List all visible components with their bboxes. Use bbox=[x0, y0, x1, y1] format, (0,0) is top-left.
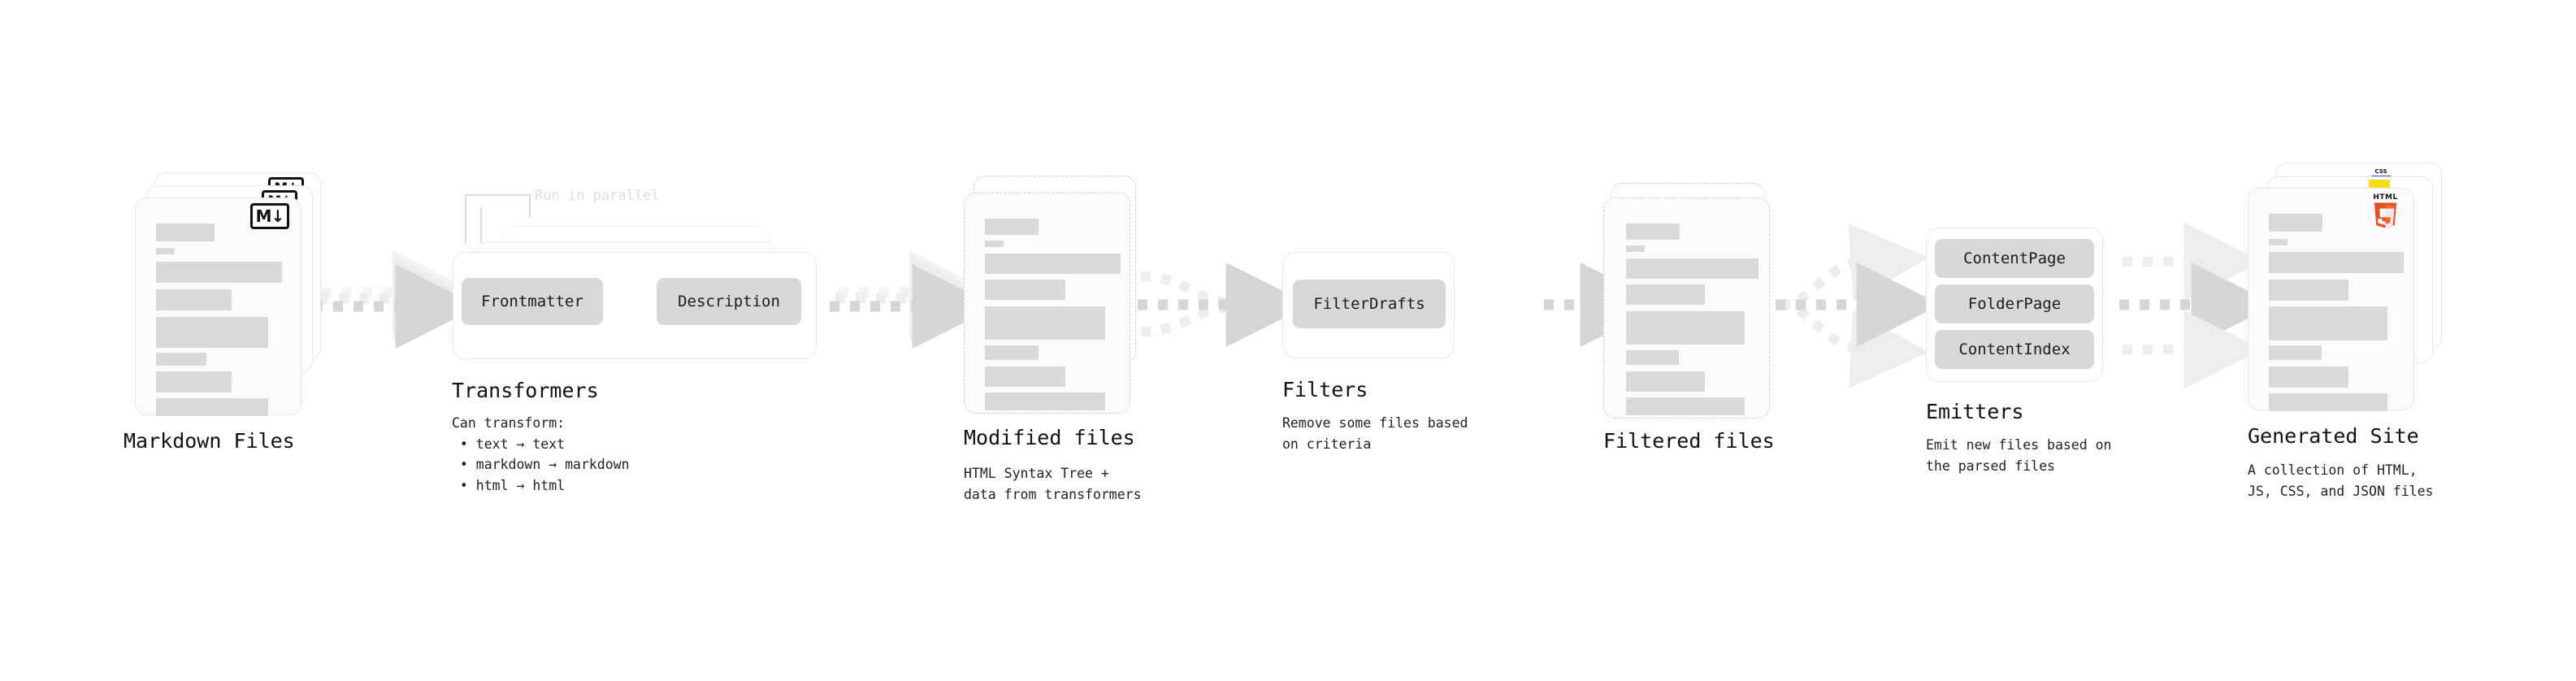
connector-filtered-to-emitters bbox=[1776, 223, 1941, 388]
stage-subtitle-generated-site: A collection of HTML, JS, CSS, and JSON … bbox=[2248, 462, 2434, 499]
doc-bar bbox=[156, 317, 268, 348]
markdown-icon: M↓ bbox=[250, 203, 289, 229]
html5-shield bbox=[2374, 202, 2397, 229]
emitter-chip-contentindex[interactable]: ContentIndex bbox=[1935, 330, 2094, 369]
emitter-chip-folderpage[interactable]: FolderPage bbox=[1935, 284, 2094, 323]
stage-title-filtered-files: Filtered files bbox=[1603, 429, 1775, 453]
markdown-card-front bbox=[135, 197, 301, 416]
doc-bar bbox=[156, 353, 206, 366]
doc-bar bbox=[1626, 258, 1759, 279]
stage-title-markdown-files: Markdown Files bbox=[124, 429, 295, 453]
doc-bar bbox=[985, 254, 1121, 274]
stage-subtitle-transformers: Can transform: • text → text • markdown … bbox=[452, 415, 630, 493]
doc-bar bbox=[156, 371, 232, 393]
doc-bar bbox=[2269, 280, 2348, 301]
stage-title-modified-files: Modified files bbox=[964, 426, 1135, 449]
stage-title-emitters: Emitters bbox=[1926, 400, 2024, 423]
stage-title-transformers: Transformers bbox=[452, 379, 599, 402]
filtered-card-front bbox=[1603, 197, 1770, 419]
doc-bar bbox=[1626, 397, 1745, 415]
stage-subtitle-filters: Remove some files based on criteria bbox=[1282, 415, 1468, 452]
connector-modified-to-filters bbox=[1138, 262, 1311, 347]
doc-bar bbox=[1626, 350, 1679, 365]
doc-bar bbox=[2269, 239, 2288, 245]
transformer-chip-frontmatter[interactable]: Frontmatter bbox=[462, 278, 603, 325]
html5-icon-label: HTML bbox=[2373, 193, 2398, 202]
doc-bar bbox=[2269, 214, 2322, 232]
connector-emitters-to-site bbox=[2119, 223, 2276, 388]
run-in-parallel-label: Run in parallel bbox=[535, 188, 660, 204]
doc-bar bbox=[1626, 245, 1645, 252]
doc-bar bbox=[2269, 252, 2404, 273]
doc-bar bbox=[156, 262, 282, 283]
doc-bar bbox=[1626, 311, 1745, 345]
emitter-chip-contentpage[interactable]: ContentPage bbox=[1935, 239, 2094, 278]
site-card-front bbox=[2248, 188, 2414, 411]
connector-transformers-to-modified bbox=[830, 250, 997, 349]
doc-bar bbox=[2269, 393, 2387, 411]
doc-bar bbox=[985, 367, 1065, 387]
doc-bar bbox=[985, 393, 1105, 410]
doc-bar bbox=[1626, 284, 1705, 305]
connector-md-to-transformers bbox=[313, 250, 480, 349]
stage-title-filters: Filters bbox=[1282, 378, 1368, 401]
doc-bar bbox=[1626, 371, 1705, 392]
transformer-chip-description[interactable]: Description bbox=[657, 278, 801, 325]
doc-bar bbox=[985, 241, 1004, 247]
stage-title-generated-site: Generated Site bbox=[2248, 424, 2419, 448]
stage-subtitle-modified-files: HTML Syntax Tree + data from transformer… bbox=[964, 466, 1142, 502]
filter-chip-filterdrafts[interactable]: FilterDrafts bbox=[1293, 280, 1446, 328]
doc-bar bbox=[985, 345, 1039, 360]
doc-bar bbox=[156, 289, 232, 310]
doc-bar bbox=[2269, 345, 2322, 360]
doc-bar bbox=[156, 398, 268, 416]
stage-subtitle-emitters: Emit new files based on the parsed files bbox=[1926, 437, 2112, 474]
doc-bar bbox=[156, 223, 215, 241]
doc-bar bbox=[2269, 306, 2387, 340]
doc-bar bbox=[985, 306, 1105, 340]
doc-bar bbox=[156, 248, 175, 254]
doc-bar bbox=[985, 219, 1039, 235]
html5-icon: HTML bbox=[2373, 194, 2398, 232]
modified-card-front bbox=[964, 193, 1130, 414]
doc-bar bbox=[985, 280, 1065, 300]
doc-bar bbox=[1626, 223, 1680, 240]
doc-bar bbox=[2269, 367, 2348, 388]
